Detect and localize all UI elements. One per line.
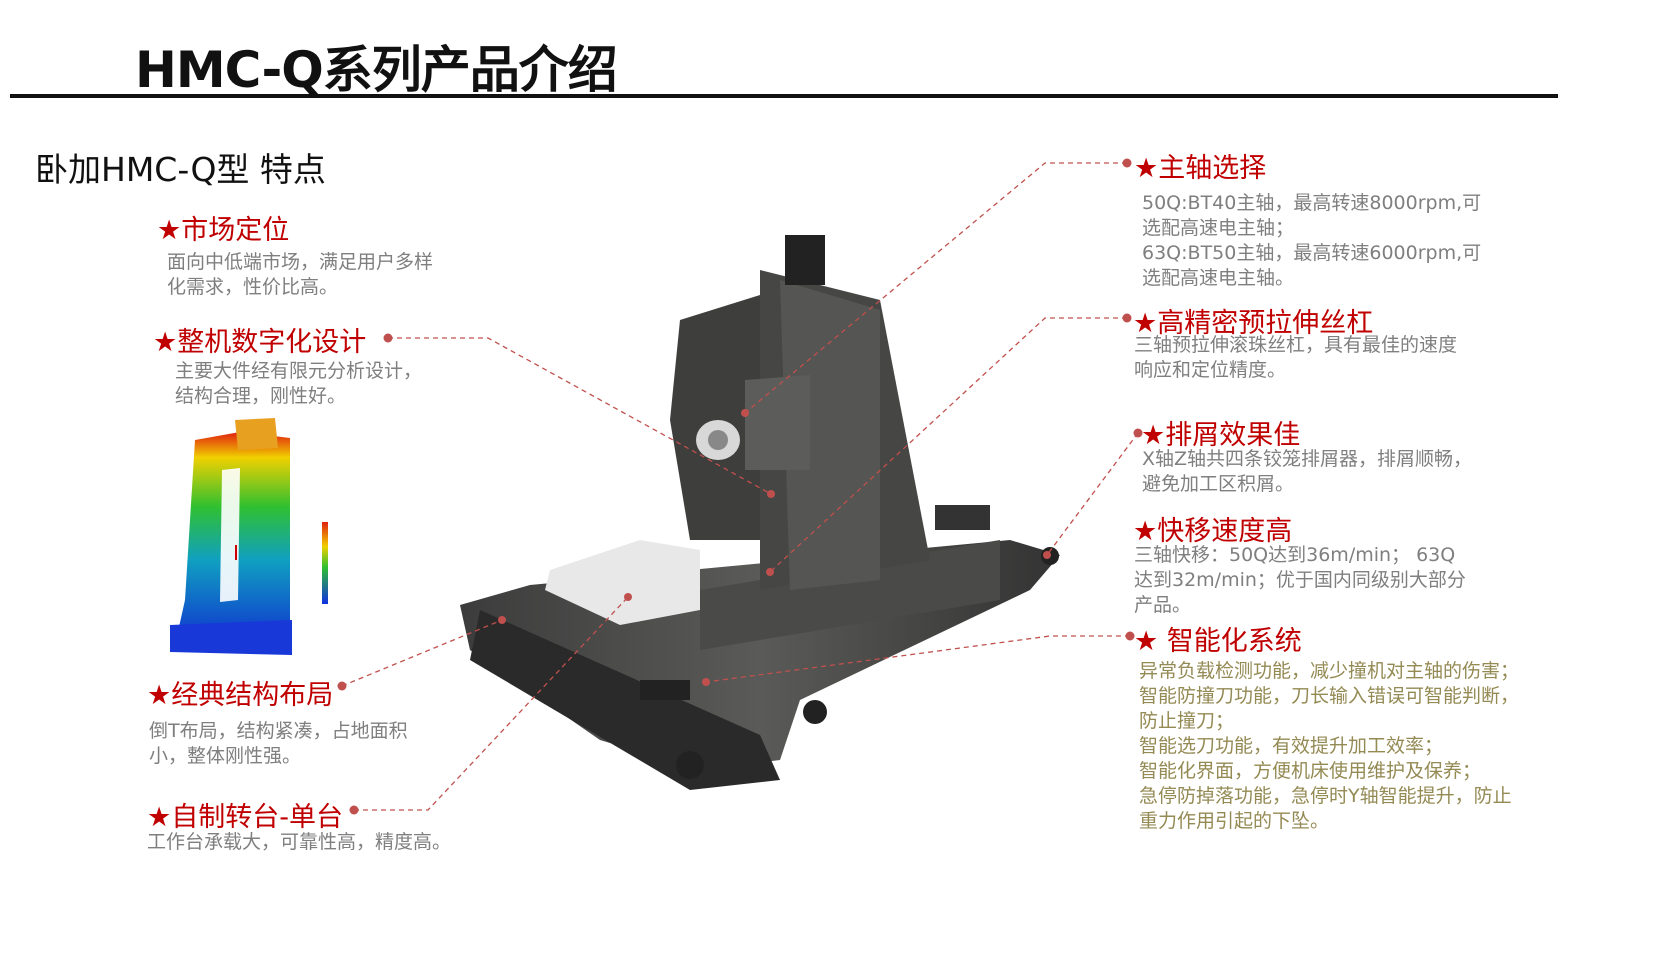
desc-line: 50Q:BT40主轴，最高转速8000rpm,可 <box>1142 192 1482 214</box>
feature-heading-smart-system: ★ 智能化系统 <box>1134 626 1302 657</box>
feature-heading-spindle: ★主轴选择 <box>1134 153 1267 184</box>
title-divider <box>10 94 1558 98</box>
desc-line: 重力作用引起的下坠。 <box>1139 810 1330 832</box>
desc-line: 化需求，性价比高。 <box>167 276 339 298</box>
leader-dots <box>337 158 1143 815</box>
desc-line: 防止撞刀； <box>1139 710 1235 732</box>
desc-line: 智能防撞刀功能，刀长输入错误可智能判断， <box>1139 685 1520 707</box>
feature-heading-rapid-traverse: ★快移速度高 <box>1133 516 1293 547</box>
desc-line: 避免加工区积屑。 <box>1142 473 1295 495</box>
desc-line: 主要大件经有限元分析设计， <box>175 360 423 382</box>
desc-line: 63Q:BT50主轴，最高转速6000rpm,可 <box>1142 242 1482 264</box>
desc-line: 结构合理，刚性好。 <box>175 385 347 407</box>
desc-line: 产品。 <box>1134 594 1192 616</box>
desc-line: 倒T布局，结构紧凑，占地面积 <box>149 720 408 742</box>
feature-heading-chip-removal: ★排屑效果佳 <box>1141 420 1301 451</box>
feature-desc-layout: 倒T布局，结构紧凑，占地面积 小，整体刚性强。 <box>149 719 408 769</box>
desc-line: 智能选刀功能，有效提升加工效率； <box>1139 735 1444 757</box>
feature-desc-rotary-table: 工作台承载大，可靠性高，精度高。 <box>147 830 451 855</box>
desc-line: 三轴快移：50Q达到36m/min； 63Q <box>1134 544 1456 566</box>
page-title: HMC-Q系列产品介绍 <box>135 41 618 99</box>
feature-desc-chip-removal: X轴Z轴共四条铰笼排屑器，排屑顺畅， 避免加工区积屑。 <box>1142 447 1472 497</box>
feature-desc-ballscrew: 三轴预拉伸滚珠丝杠，具有最佳的速度 响应和定位精度。 <box>1134 333 1457 383</box>
desc-line: 工作台承载大，可靠性高，精度高。 <box>147 831 452 853</box>
desc-line: 急停防掉落功能，急停时Y轴智能提升，防止 <box>1139 785 1512 807</box>
section-subtitle: 卧加HMC-Q型 特点 <box>35 150 326 189</box>
feature-desc-market: 面向中低端市场，满足用户多样 化需求，性价比高。 <box>167 250 433 300</box>
feature-heading-digital-design: ★整机数字化设计 <box>153 327 367 358</box>
fea-analysis-image <box>170 418 328 655</box>
feature-heading-layout: ★经典结构布局 <box>147 680 334 711</box>
feature-desc-digital-design: 主要大件经有限元分析设计， 结构合理，刚性好。 <box>175 359 422 409</box>
feature-desc-rapid-traverse: 三轴快移：50Q达到36m/min； 63Q 达到32m/min；优于国内同级别… <box>1134 543 1466 618</box>
feature-heading-ballscrew: ★高精密预拉伸丝杠 <box>1133 308 1374 339</box>
desc-line: 小，整体刚性强。 <box>149 745 302 767</box>
desc-line: 响应和定位精度。 <box>1134 359 1287 381</box>
desc-line: 三轴预拉伸滚珠丝杠，具有最佳的速度 <box>1134 334 1458 356</box>
desc-line: 面向中低端市场，满足用户多样 <box>167 251 434 273</box>
feature-heading-rotary-table: ★自制转台-单台 <box>147 802 343 833</box>
feature-heading-market: ★市场定位 <box>157 215 290 246</box>
desc-line: 智能化界面，方便机床使用维护及保养； <box>1139 760 1482 782</box>
desc-line: 异常负载检测功能，减少撞机对主轴的伤害； <box>1139 660 1520 682</box>
desc-line: X轴Z轴共四条铰笼排屑器，排屑顺畅， <box>1142 448 1473 470</box>
desc-line: 选配高速电主轴。 <box>1142 267 1295 289</box>
feature-desc-spindle: 50Q:BT40主轴，最高转速8000rpm,可 选配高速电主轴； 63Q:BT… <box>1142 191 1481 291</box>
leader-lines <box>341 162 1139 811</box>
feature-desc-smart-system: 异常负载检测功能，减少撞机对主轴的伤害； 智能防撞刀功能，刀长输入错误可智能判断… <box>1139 659 1519 834</box>
desc-line: 达到32m/min；优于国内同级别大部分 <box>1134 569 1466 591</box>
machine-image <box>460 235 1060 790</box>
desc-line: 选配高速电主轴； <box>1142 217 1295 239</box>
